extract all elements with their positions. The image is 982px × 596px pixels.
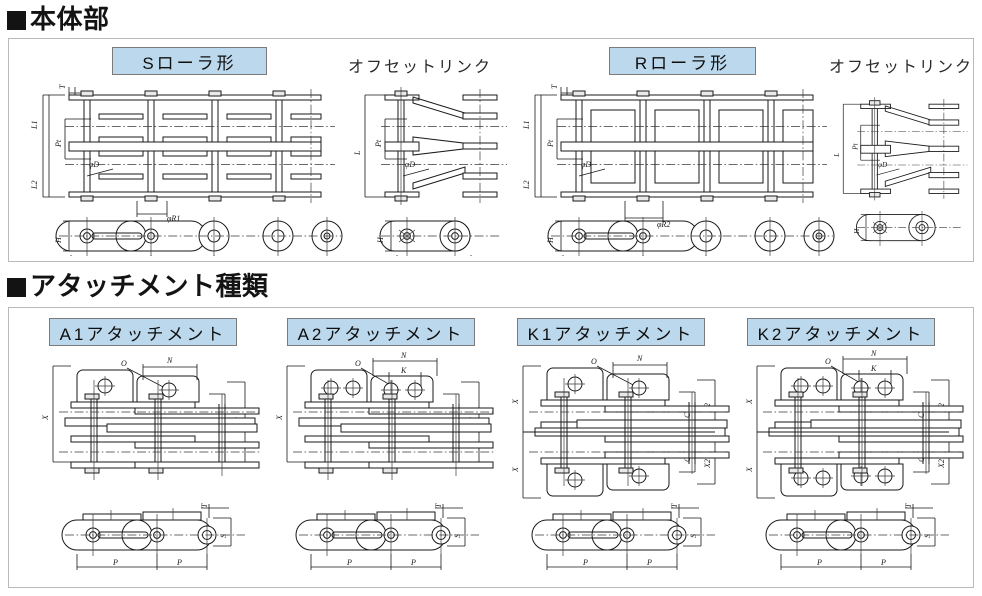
svg-text:P: P — [112, 558, 118, 567]
svg-text:φR1: φR1 — [167, 214, 180, 223]
svg-text:X: X — [745, 398, 754, 405]
svg-text:P: P — [816, 558, 822, 567]
svg-text:X2: X2 — [937, 459, 946, 469]
svg-text:T: T — [550, 84, 559, 89]
svg-text:L1: L1 — [522, 121, 531, 130]
caption-a2-label: A2アタッチメント — [297, 324, 465, 344]
caption-r-roller-label: Rローラ形 — [634, 53, 731, 73]
svg-text:O: O — [591, 357, 597, 366]
panel-body-parts: Sローラ形 オフセットリンク Rローラ形 オフセットリンク L1 L2 Pt — [8, 38, 974, 262]
svg-text:X: X — [41, 414, 50, 421]
svg-text:L: L — [833, 153, 841, 158]
svg-text:X: X — [745, 466, 754, 473]
svg-text:P: P — [176, 558, 182, 567]
svg-text:X: X — [511, 466, 520, 473]
svg-text:C: C — [917, 456, 926, 462]
svg-text:H: H — [376, 236, 385, 244]
caption-offset-link-2: オフセットリンク — [829, 53, 973, 77]
svg-text:O: O — [825, 357, 831, 366]
svg-text:O: O — [121, 359, 127, 368]
svg-text:T: T — [200, 503, 209, 508]
svg-text:φD: φD — [405, 160, 415, 169]
svg-text:φD: φD — [878, 161, 887, 169]
svg-text:P: P — [880, 558, 886, 567]
svg-text:Pt: Pt — [374, 139, 383, 148]
drawing-a1-attachment: X X2 C N O — [31, 350, 263, 580]
caption-a2-attachment: A2アタッチメント — [287, 318, 475, 346]
svg-text:T: T — [58, 84, 67, 89]
svg-text:N: N — [870, 350, 877, 358]
svg-text:P: P — [410, 558, 416, 567]
drawing-offset-link-2: L Pt — [831, 81, 971, 256]
section-heading-body-label: 本体部 — [30, 4, 110, 34]
svg-text:X: X — [275, 414, 284, 421]
svg-text:P: P — [582, 558, 588, 567]
caption-k2-label: K2アタッチメント — [757, 324, 925, 344]
bullet-square-icon — [7, 11, 26, 30]
section-heading-body: 本体部 — [7, 6, 110, 32]
svg-text:φR2: φR2 — [657, 220, 670, 229]
caption-s-roller-label: Sローラ形 — [142, 53, 237, 73]
svg-text:φD: φD — [581, 160, 591, 169]
svg-text:X: X — [511, 398, 520, 405]
svg-text:Pt: Pt — [851, 142, 859, 150]
svg-text:φD: φD — [89, 160, 99, 169]
drawing-s-roller: L1 L2 Pt T — [25, 81, 345, 256]
svg-text:H: H — [546, 236, 555, 244]
svg-text:S: S — [453, 534, 462, 538]
svg-text:S: S — [923, 534, 932, 538]
drawing-r-roller: L1 L2 Pt T — [517, 81, 837, 256]
caption-k2-attachment: K2アタッチメント — [747, 318, 935, 346]
section-heading-attachment-label: アタッチメント種類 — [30, 271, 269, 301]
svg-text:L: L — [353, 150, 362, 156]
bullet-square-icon-2 — [7, 278, 26, 297]
svg-text:P: P — [646, 558, 652, 567]
svg-text:Pt: Pt — [54, 139, 63, 148]
svg-text:H: H — [853, 228, 861, 235]
caption-a1-attachment: A1アタッチメント — [49, 318, 237, 346]
svg-text:K: K — [400, 366, 407, 375]
caption-offset-link-1-label: オフセットリンク — [348, 59, 493, 76]
svg-text:C: C — [917, 412, 926, 418]
svg-text:N: N — [166, 356, 173, 365]
drawing-offset-link-1: L Pt — [351, 81, 511, 256]
drawing-k1-attachment: X X X2 C X2 C N O — [501, 350, 733, 580]
svg-text:Pt: Pt — [546, 139, 555, 148]
caption-k1-attachment: K1アタッチメント — [517, 318, 705, 346]
drawing-a2-attachment: X X2 C N K O — [265, 350, 497, 580]
svg-text:S: S — [689, 534, 698, 538]
panel-attachment-types: A1アタッチメント A2アタッチメント K1アタッチメント K2アタッチメント … — [8, 307, 974, 588]
svg-text:C: C — [683, 456, 692, 462]
svg-text:X2: X2 — [703, 459, 712, 469]
svg-text:T: T — [434, 503, 443, 508]
drawing-k2-attachment: X X X2 C X2 C N K O — [731, 350, 971, 580]
svg-text:T: T — [670, 503, 679, 508]
caption-r-roller: Rローラ形 — [609, 47, 756, 75]
caption-s-roller: Sローラ形 — [112, 47, 267, 75]
svg-text:L2: L2 — [30, 181, 39, 190]
section-heading-attachment: アタッチメント種類 — [7, 273, 269, 299]
caption-k1-label: K1アタッチメント — [527, 324, 695, 344]
svg-text:C: C — [683, 412, 692, 418]
svg-text:S: S — [219, 534, 228, 538]
svg-text:H: H — [54, 236, 63, 244]
caption-offset-link-2-label: オフセットリンク — [829, 59, 974, 76]
svg-text:K: K — [870, 364, 877, 373]
svg-text:L2: L2 — [522, 181, 531, 190]
svg-text:N: N — [636, 354, 643, 363]
svg-text:L1: L1 — [30, 121, 39, 130]
svg-text:O: O — [355, 359, 361, 368]
svg-text:P: P — [346, 558, 352, 567]
svg-text:T: T — [904, 503, 913, 508]
caption-offset-link-1: オフセットリンク — [348, 53, 492, 77]
caption-a1-label: A1アタッチメント — [59, 324, 227, 344]
svg-text:N: N — [400, 351, 407, 360]
